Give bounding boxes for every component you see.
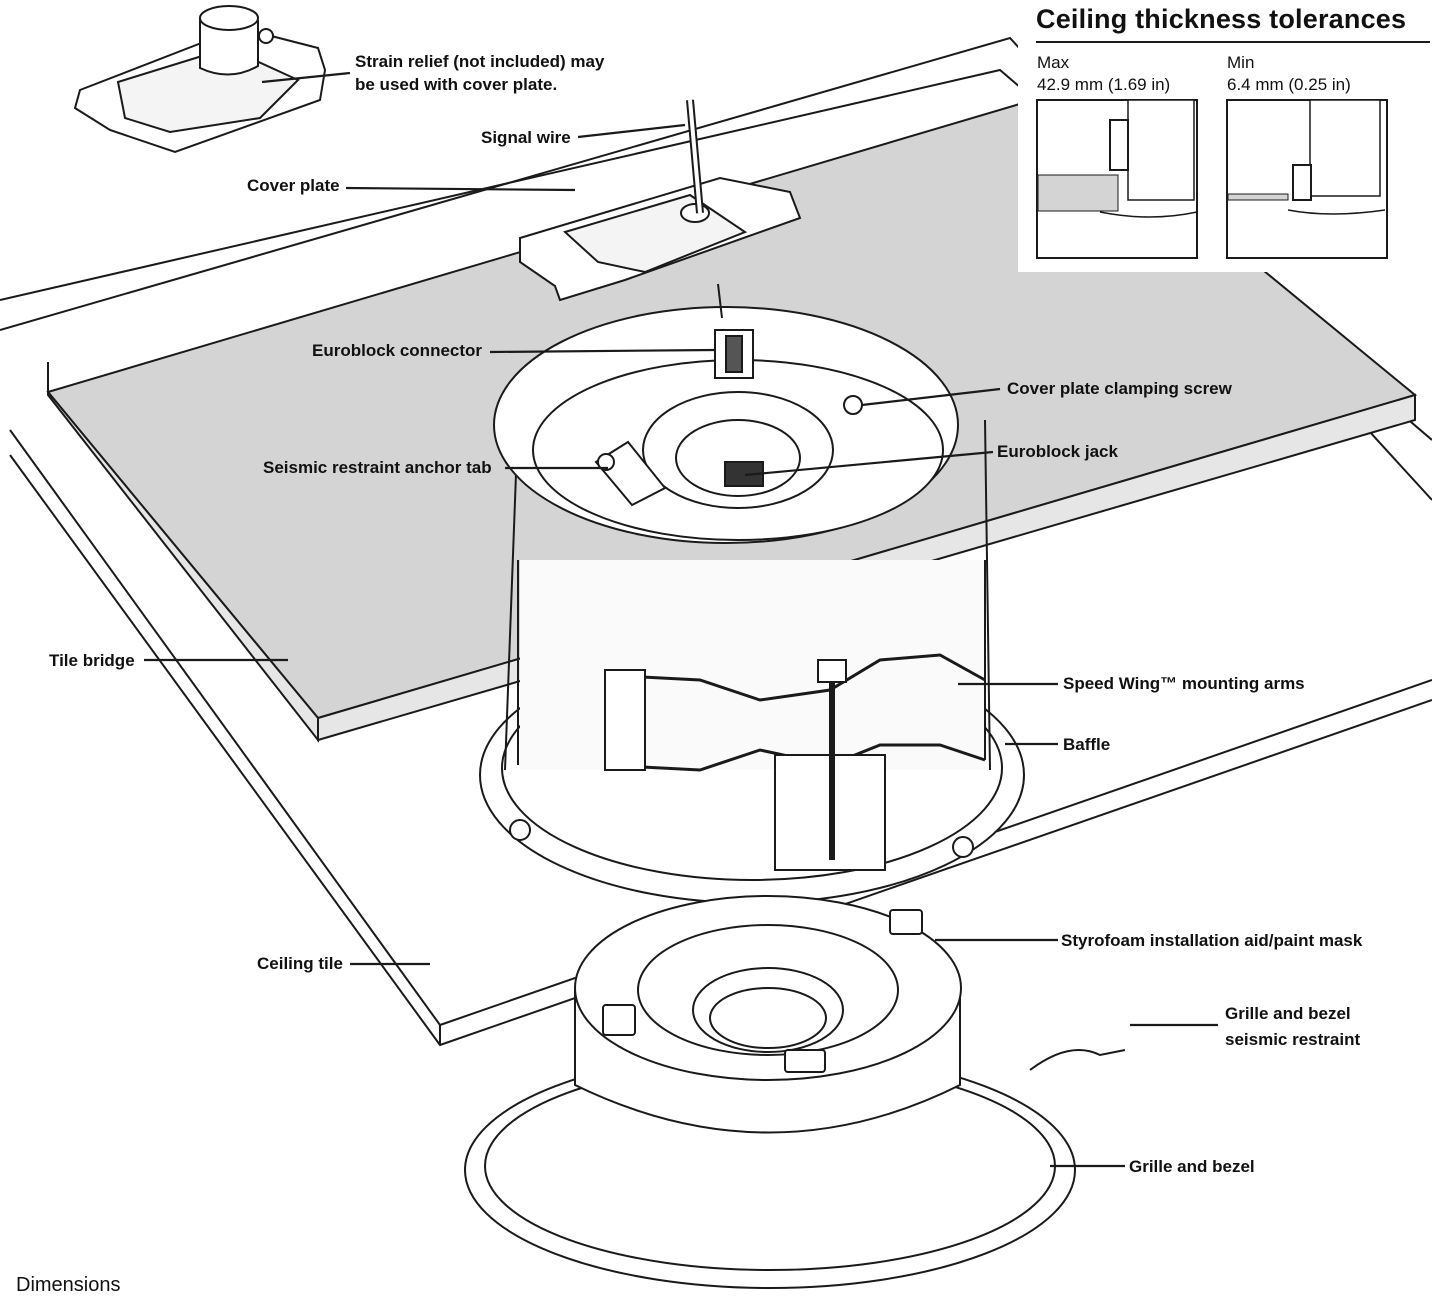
- label-speed-wing: Speed Wing™ mounting arms: [1063, 674, 1305, 693]
- min-label: Min: [1227, 53, 1255, 72]
- label-euroblock-jack: Euroblock jack: [997, 442, 1118, 461]
- label-strain-relief: Strain relief (not included) may: [355, 52, 605, 71]
- max-label: Max: [1037, 53, 1070, 72]
- label-cover-plate: Cover plate: [247, 176, 340, 195]
- label-grille-seismic-1: Grille and bezel: [1225, 1004, 1351, 1023]
- label-cover-plate-clamping-screw: Cover plate clamping screw: [1007, 379, 1232, 398]
- label-seismic-restraint-anchor-tab: Seismic restraint anchor tab: [263, 458, 492, 477]
- label-euroblock-connector: Euroblock connector: [312, 341, 483, 360]
- label-ceiling-tile: Ceiling tile: [257, 954, 343, 973]
- cover-plate: [519, 99, 802, 319]
- strain-relief-plate: [73, 5, 327, 154]
- styrofoam-aid: [464, 895, 1126, 1289]
- inset-title: Ceiling thickness tolerances: [1036, 4, 1407, 34]
- max-value: 42.9 mm (1.69 in): [1037, 75, 1171, 94]
- leader-lines: [144, 71, 1218, 1168]
- speaker-body: [479, 306, 1025, 923]
- label-tile-bridge: Tile bridge: [49, 651, 135, 670]
- footer-partial-heading: Dimensions: [16, 1274, 121, 1296]
- label-styrofoam: Styrofoam installation aid/paint mask: [1061, 931, 1363, 950]
- tolerance-inset: [1018, 0, 1432, 272]
- min-value: 6.4 mm (0.25 in): [1227, 75, 1351, 94]
- label-signal-wire: Signal wire: [481, 128, 571, 147]
- label-strain-relief-2: be used with cover plate.: [355, 75, 558, 94]
- label-grille-seismic-2: seismic restraint: [1225, 1030, 1361, 1049]
- label-grille-and-bezel: Grille and bezel: [1129, 1157, 1255, 1176]
- label-baffle: Baffle: [1063, 735, 1111, 754]
